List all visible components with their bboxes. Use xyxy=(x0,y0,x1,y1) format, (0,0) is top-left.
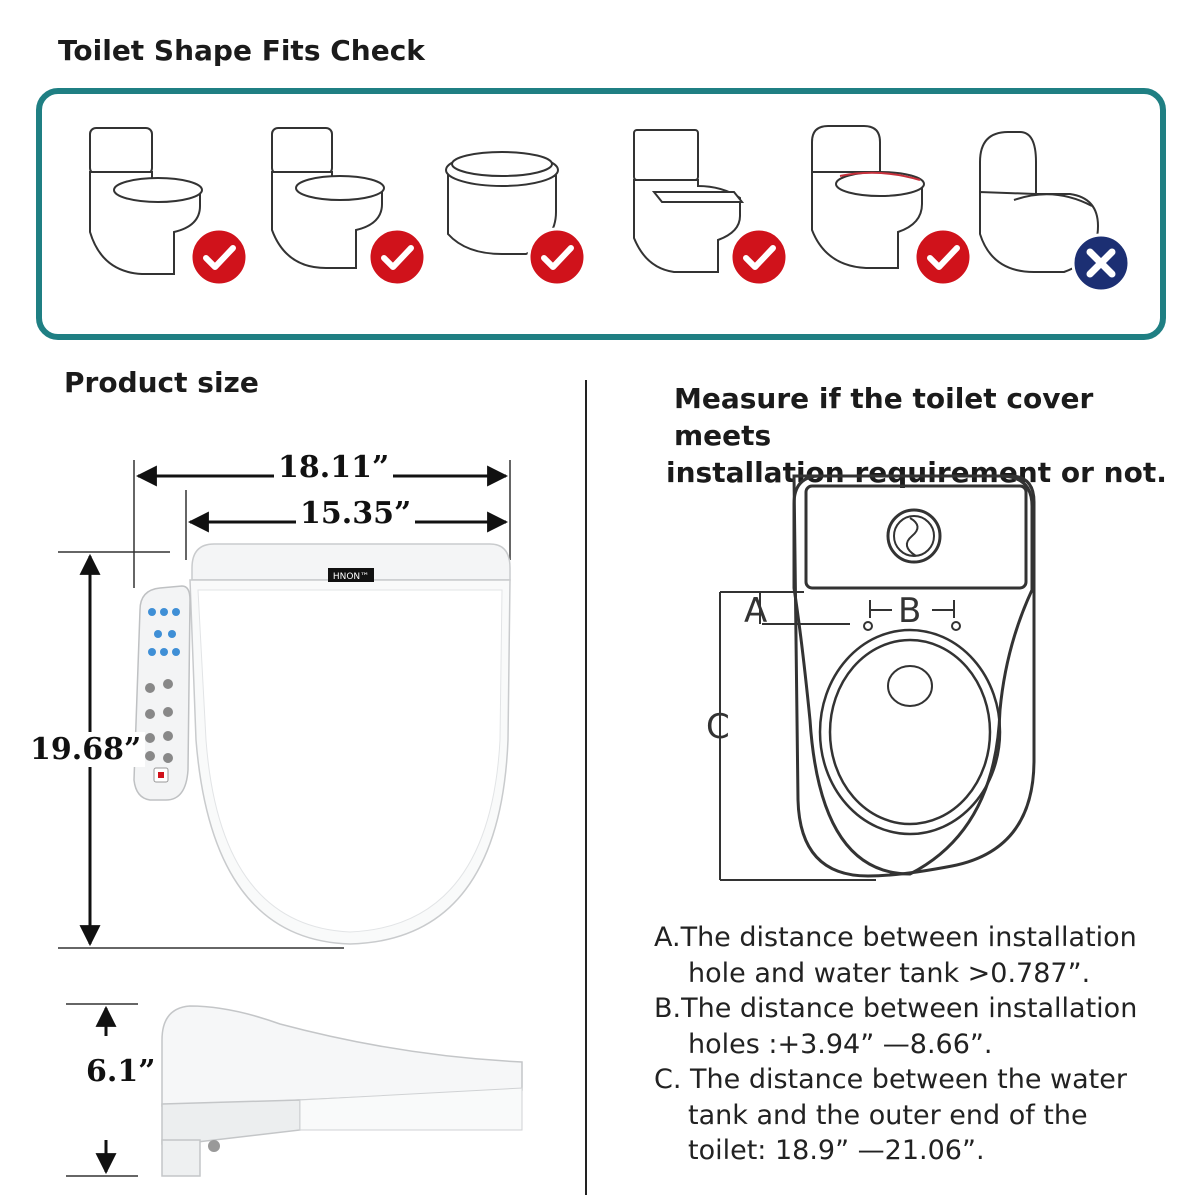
product-size-diagram: HNON™ xyxy=(58,460,523,1177)
length-label: 19.68” xyxy=(26,732,146,767)
check-icon xyxy=(527,227,587,287)
note-b-line1: B.The distance between installation xyxy=(654,993,1138,1024)
fit-check-panel xyxy=(36,88,1166,340)
toilet-one-piece-icon xyxy=(89,127,203,275)
fit-check-title: Toilet Shape Fits Check xyxy=(58,34,425,67)
note-c-line3: toilet: 18.9” —21.06”. xyxy=(688,1135,985,1166)
toilet-card-square-tank xyxy=(628,122,808,292)
bidet-seat-side-view xyxy=(161,1005,523,1177)
toilet-measure-diagram: A B C xyxy=(706,474,1036,881)
toilet-card-integrated-egg xyxy=(974,122,1154,293)
overall-width-label: 18.11” xyxy=(274,450,394,485)
note-c-line1: C. The distance between the water xyxy=(654,1064,1127,1095)
product-size-title: Product size xyxy=(64,366,259,399)
measure-title-line2: installation requirement or not. xyxy=(666,456,1167,489)
label-a: A xyxy=(744,591,767,631)
toilet-card-one-piece-elongated xyxy=(82,122,262,292)
bidet-seat-top-view: HNON™ xyxy=(189,543,511,945)
check-icon xyxy=(189,227,249,287)
note-b-line2: holes :+3.94” —8.66”. xyxy=(688,1028,993,1060)
check-icon xyxy=(729,227,789,287)
toilet-card-one-piece-compact xyxy=(264,122,444,292)
measure-notes: A.The distance between installation hole… xyxy=(654,920,1194,1169)
toilet-skirted-icon xyxy=(811,125,925,269)
label-b: B xyxy=(898,591,921,631)
toilet-compact-icon xyxy=(271,127,385,269)
check-icon xyxy=(913,227,973,287)
note-a-line1: A.The distance between installation xyxy=(654,922,1137,953)
height-label: 6.1” xyxy=(82,1054,160,1089)
toilet-integrated-icon xyxy=(979,131,1100,273)
section-divider xyxy=(585,380,587,1195)
measure-title: Measure if the toilet cover meets instal… xyxy=(666,380,1186,491)
check-icon xyxy=(367,227,427,287)
toilet-card-one-piece-skirted xyxy=(804,122,984,292)
note-a-line2: hole and water tank >0.787”. xyxy=(688,957,1091,989)
brand-logo: HNON™ xyxy=(333,572,369,582)
label-c: C xyxy=(706,707,730,747)
note-c-line2: tank and the outer end of the xyxy=(688,1099,1088,1131)
seat-width-label: 15.35” xyxy=(296,496,416,531)
cross-icon xyxy=(1071,233,1131,293)
toilet-card-wall-hung xyxy=(442,122,622,292)
toilet-wall-hung-icon xyxy=(445,151,559,255)
side-control-panel xyxy=(133,585,191,801)
measure-title-line1: Measure if the toilet cover meets xyxy=(674,382,1094,452)
toilet-square-tank-icon xyxy=(633,129,745,273)
